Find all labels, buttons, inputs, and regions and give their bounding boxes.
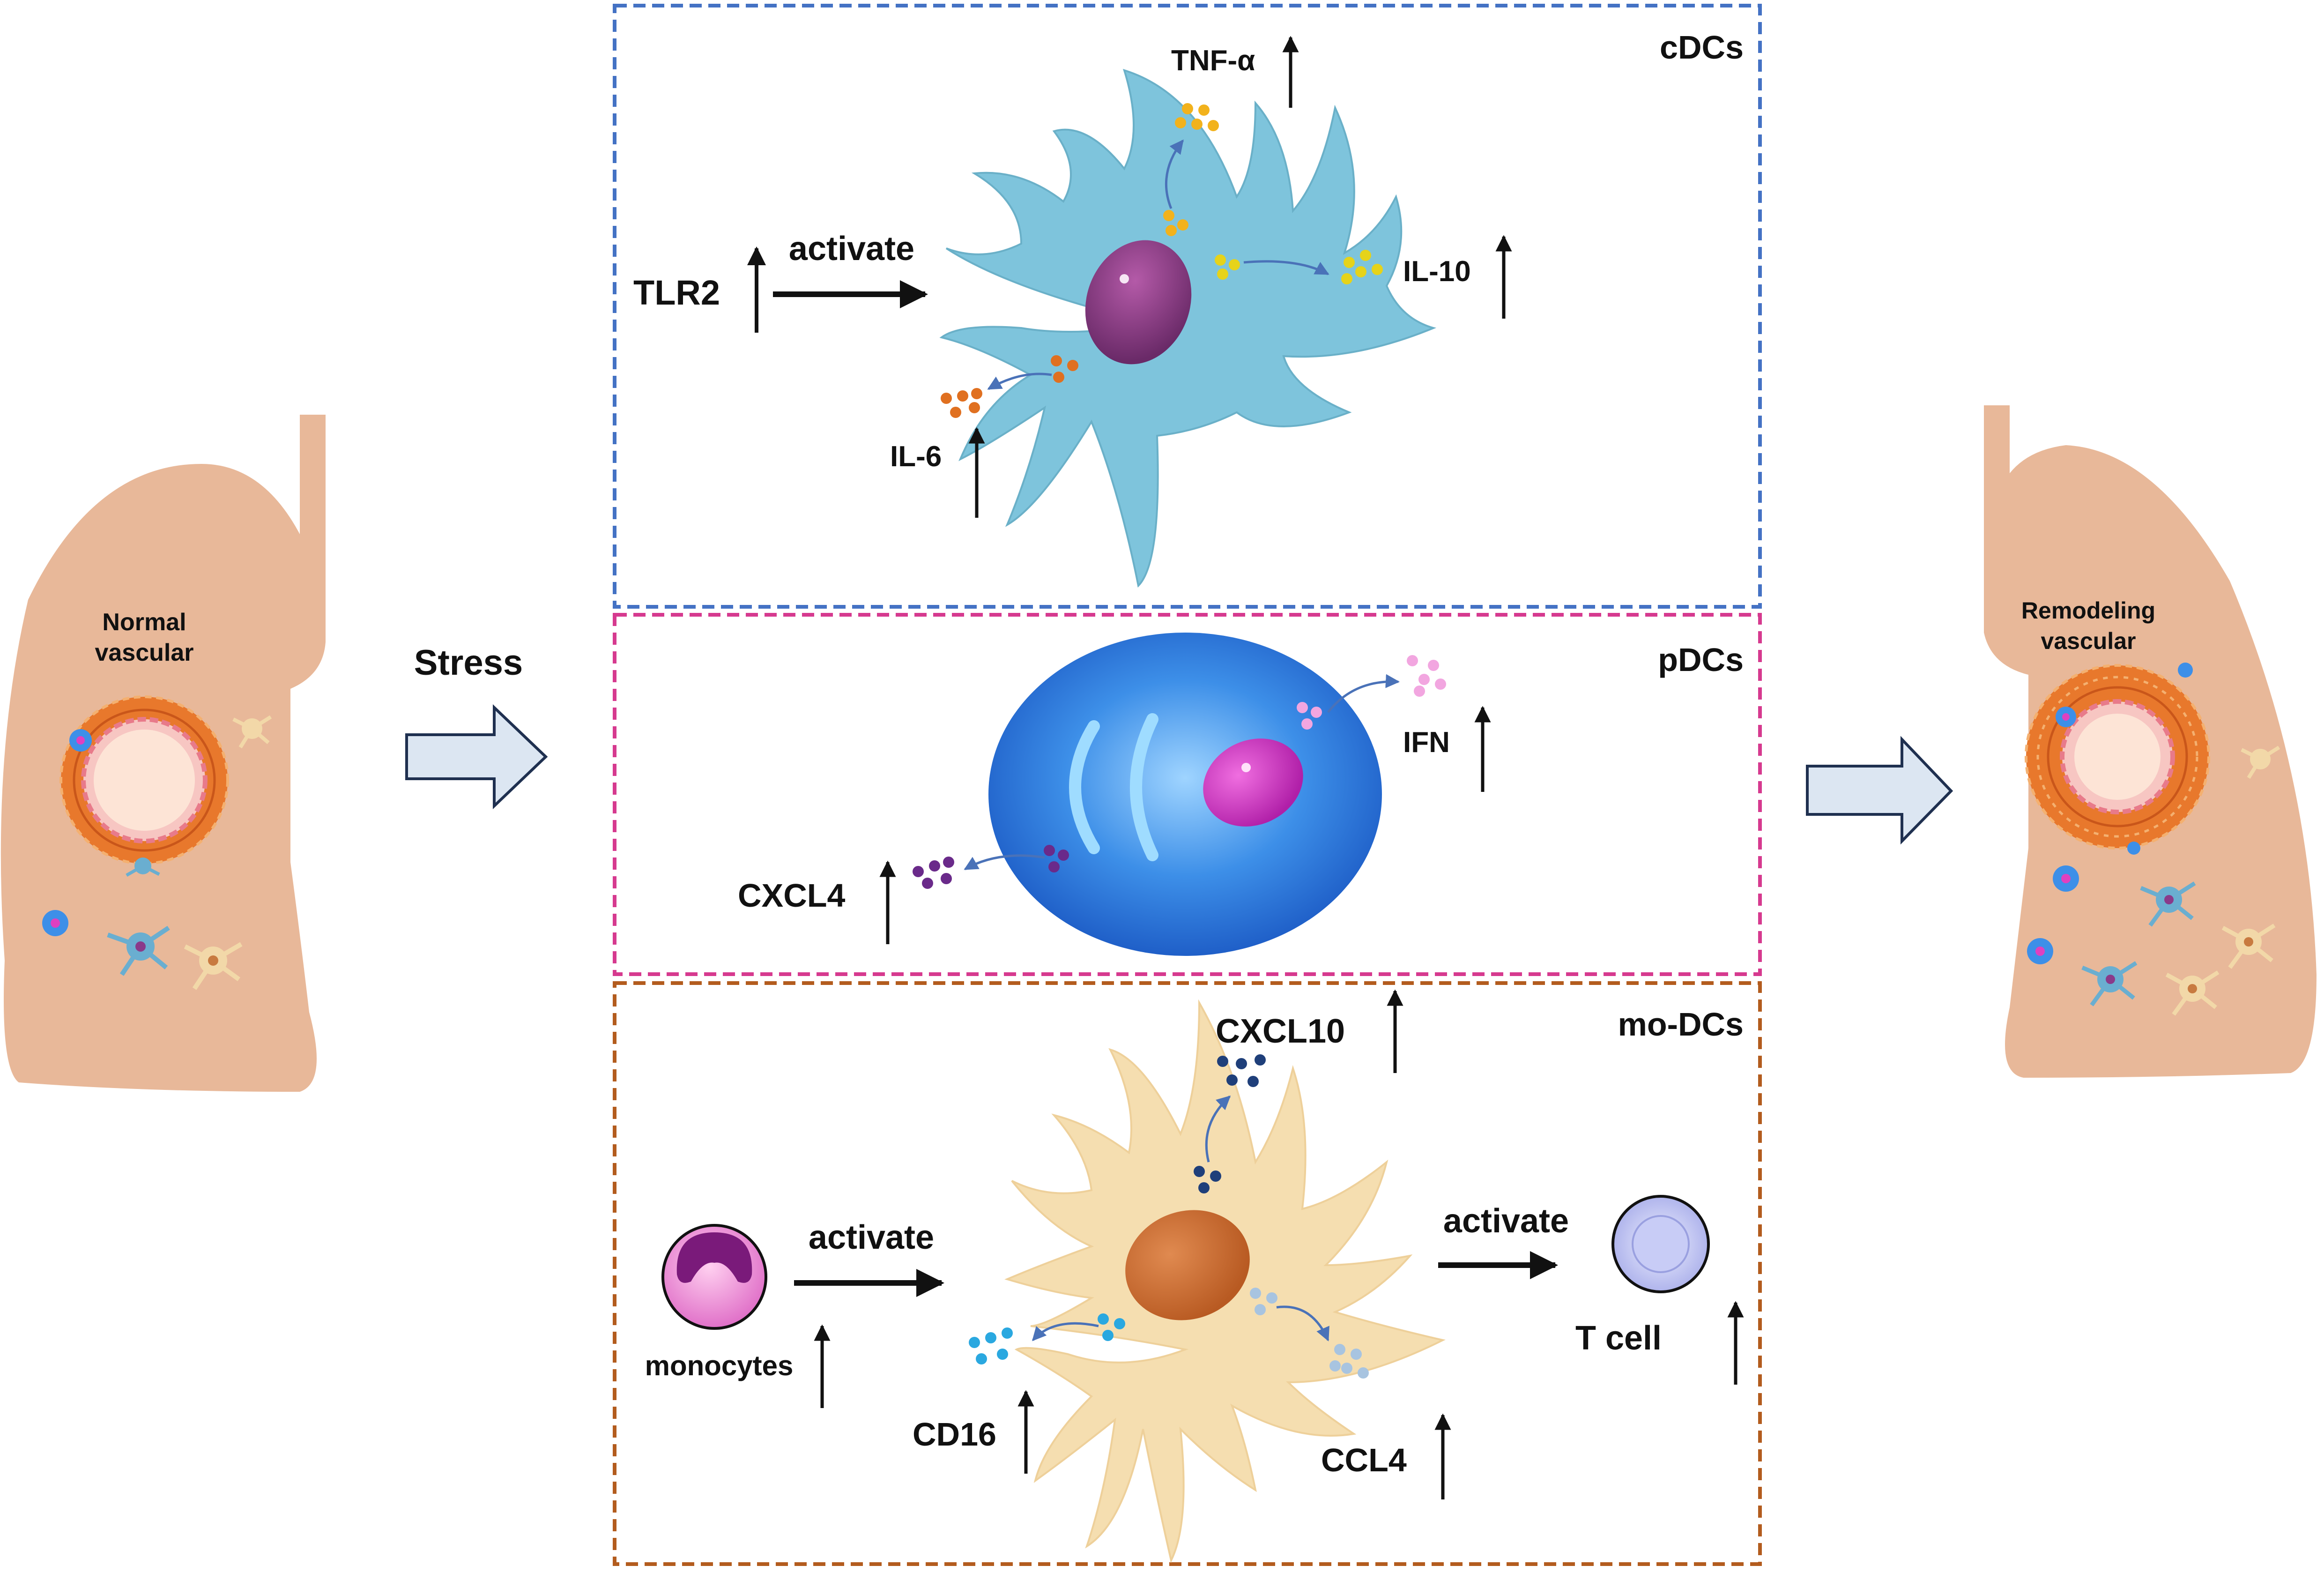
left-lung-label-line1: Normal <box>102 609 186 636</box>
cxcl10-release-arrow-icon <box>1205 1095 1231 1163</box>
cxcl4-label: CXCL4 <box>738 877 846 914</box>
modcs-activate-out-label: activate <box>1443 1202 1569 1240</box>
panel-modcs: mo-DCs monocytes activate CXCL10 CD16 <box>613 981 1762 1566</box>
panel-cdcs-title: cDCs <box>1660 29 1744 66</box>
cdc-nucleus-icon <box>1085 240 1192 365</box>
right-vessel <box>2025 664 2210 850</box>
panel-cdcs: cDCs TLR2 activate TNF-α IL-10 <box>613 4 1762 609</box>
cd16-dots-icon <box>969 1313 1125 1364</box>
left-lung-label-line2: vascular <box>95 639 193 666</box>
cdcs-activate-label: activate <box>789 230 914 268</box>
right-lung-label-line2: vascular <box>2041 628 2136 654</box>
panel-pdcs: pDCs IFN CXCL4 <box>613 613 1762 976</box>
il10-dots-icon <box>1215 250 1383 284</box>
ccl4-label: CCL4 <box>1321 1442 1407 1478</box>
ccl4-release-arrow-icon <box>1276 1305 1329 1342</box>
t-cell-label: T cell <box>1575 1320 1662 1357</box>
remodeling-arrow-icon <box>1806 736 1953 845</box>
panel-modcs-title: mo-DCs <box>1618 1006 1744 1043</box>
pdc-nucleus-icon <box>1203 738 1303 827</box>
tnf-release-arrow-icon <box>1165 139 1184 209</box>
panel-modcs-border <box>613 981 1762 1566</box>
tnf-label: TNF-α <box>1171 45 1255 77</box>
cxcl10-label: CXCL10 <box>1216 1013 1345 1050</box>
panel-cdcs-border <box>613 4 1762 609</box>
panel-pdcs-border <box>613 613 1762 976</box>
il10-label: IL-10 <box>1403 255 1471 288</box>
cdcs-trigger-label: TLR2 <box>633 273 720 312</box>
il6-release-arrow-icon <box>987 373 1052 390</box>
ccl4-dots-icon <box>1250 1288 1369 1379</box>
panel-pdcs-title: pDCs <box>1658 641 1744 678</box>
right-lung: Remodeling vascular <box>1984 405 2317 1078</box>
cxcl4-release-arrow-icon <box>964 854 1045 871</box>
ifn-release-arrow-icon <box>1327 674 1400 713</box>
il6-label: IL-6 <box>890 440 942 473</box>
ifn-label: IFN <box>1403 726 1450 759</box>
pdc-cell-icon <box>988 633 1382 956</box>
monocyte-nucleus-icon <box>676 1232 752 1283</box>
stress-label: Stress <box>414 643 523 683</box>
il6-dots-icon <box>941 355 1078 418</box>
monocyte-label: monocytes <box>645 1350 794 1381</box>
il10-release-arrow-icon <box>1243 260 1329 276</box>
cdc-cell-icon <box>939 68 1437 588</box>
ifn-dots-icon <box>1297 655 1446 730</box>
left-vessel <box>59 695 229 865</box>
left-lung-cells-icon <box>42 715 272 990</box>
cd16-label: CD16 <box>913 1416 996 1453</box>
right-lung-label-line1: Remodeling <box>2021 597 2155 624</box>
stress-arrow-icon <box>405 704 548 810</box>
modc-nucleus-icon <box>1125 1210 1250 1320</box>
cd16-release-arrow-icon <box>1032 1322 1099 1342</box>
left-lung: Normal vascular <box>0 415 326 1092</box>
cxcl10-dots-icon <box>1194 1054 1266 1193</box>
modcs-activate-in-label: activate <box>809 1219 934 1256</box>
pdc-inner-arcs-icon <box>1069 713 1158 861</box>
tnf-dots-icon <box>1163 103 1219 236</box>
right-lung-cells-icon <box>2027 663 2280 1016</box>
cxcl4-dots-icon <box>913 845 1069 889</box>
